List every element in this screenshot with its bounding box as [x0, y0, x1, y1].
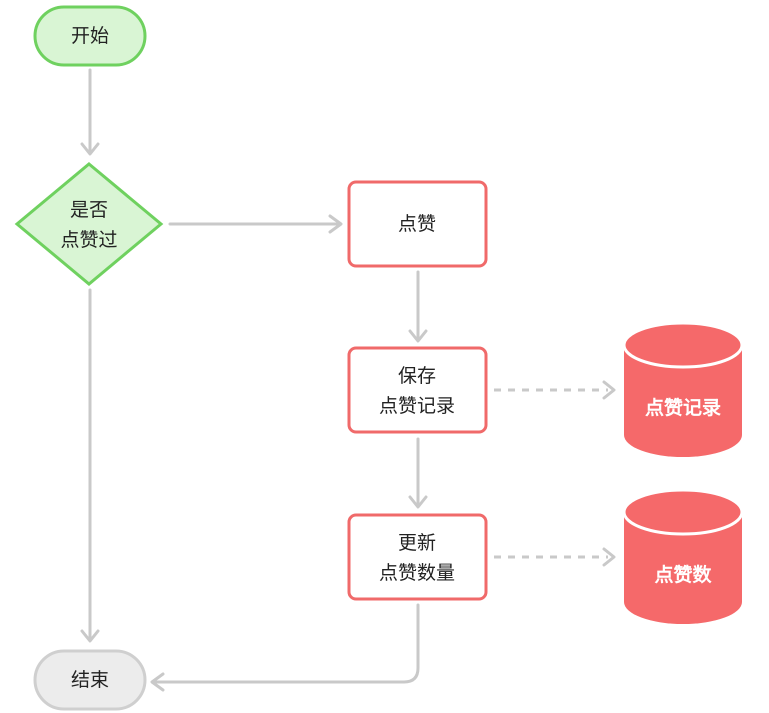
like-records-database: 点赞记录: [622, 321, 744, 457]
update-count-process-node-label-line-2: 点赞数量: [379, 562, 455, 584]
start-node: 开始: [33, 5, 147, 67]
save-record-process-node: 保存 点赞记录: [347, 346, 488, 434]
start-node-shape: [33, 5, 147, 67]
edge-save-to-db-records: [494, 380, 616, 400]
like-count-database: 点赞数: [622, 488, 744, 624]
update-count-process-node-shape: [347, 513, 488, 601]
end-node-label: 结束: [71, 669, 109, 691]
edge-start-to-decision: [80, 68, 100, 156]
decision-node-label-line-1: 是否: [70, 199, 108, 221]
save-record-process-node-label-line-1: 保存: [398, 365, 436, 387]
like-records-database-body: [624, 345, 742, 457]
decision-node-shape: [14, 162, 164, 286]
edge-decision-to-end: [80, 288, 100, 643]
edge-update-to-db-count: [494, 547, 616, 567]
like-records-database-top: [622, 321, 744, 369]
start-node-label: 开始: [71, 25, 109, 47]
edge-decision-to-like: [168, 214, 343, 234]
like-process-node: 点赞: [347, 180, 488, 268]
end-node: 结束: [33, 649, 147, 711]
save-record-process-node-label-line-2: 点赞记录: [379, 395, 455, 417]
like-records-database-label: 点赞记录: [645, 397, 721, 419]
update-count-process-node-label-line-1: 更新: [398, 532, 436, 554]
decision-node-label-line-2: 点赞过: [60, 229, 117, 251]
like-process-node-shape: [347, 180, 488, 268]
like-count-database-label: 点赞数: [654, 563, 712, 586]
update-count-process-node: 更新 点赞数量: [347, 513, 488, 601]
end-node-shape: [33, 649, 147, 711]
edge-save-to-update: [408, 437, 428, 509]
like-count-database-body: [624, 512, 742, 624]
decision-node: 是否 点赞过: [14, 162, 164, 286]
like-count-database-top: [622, 488, 744, 536]
edge-like-to-save: [408, 270, 428, 343]
save-record-process-node-shape: [347, 346, 488, 434]
like-process-node-label: 点赞: [398, 213, 436, 235]
edge-update-to-end: [150, 603, 420, 692]
